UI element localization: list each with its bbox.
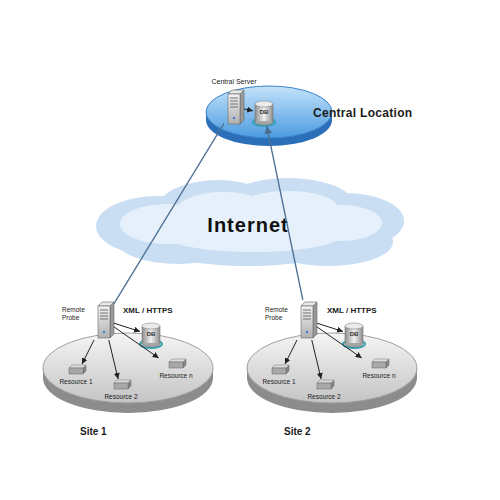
server-slot <box>100 313 108 314</box>
internet-cloud: Internet <box>88 176 408 270</box>
server-slot <box>230 107 238 108</box>
probe-icon: Remote Probe <box>94 300 114 340</box>
node-label: Resource 2 <box>307 393 340 400</box>
server-light <box>103 331 105 333</box>
server-front <box>228 94 240 124</box>
server-light <box>233 117 235 119</box>
node-label: Resource n <box>362 372 395 379</box>
probe-icon-outline <box>94 300 114 340</box>
server-side <box>240 90 244 124</box>
node-label: Site 2 <box>284 426 311 437</box>
resource-front <box>317 383 331 389</box>
server-slot <box>100 319 108 320</box>
server-slot <box>303 319 311 320</box>
server-top-face <box>301 302 317 306</box>
server-slot <box>230 104 238 105</box>
resource-front <box>372 362 386 368</box>
resource-front <box>114 383 128 389</box>
server-front <box>301 306 313 338</box>
node-label: Central Location <box>313 106 412 120</box>
db-side <box>160 326 161 344</box>
server-side <box>110 302 114 338</box>
resource-icon: Resource n <box>361 358 397 382</box>
node-label: Remote Probe <box>62 306 92 322</box>
node-label: Resource n <box>159 372 192 379</box>
site-platform: Site 1Remote ProbeDBResource 1Resource 2… <box>42 332 214 414</box>
resource-front <box>272 368 286 374</box>
node-label: Central Server <box>211 78 256 85</box>
node-label: Resource 1 <box>59 378 92 385</box>
location-platform: Central LocationCentral ServerDB <box>205 85 333 147</box>
server-side <box>313 302 317 338</box>
server-icon-outline <box>224 88 244 126</box>
node-label: DB <box>343 331 365 337</box>
database-cylinder: DB <box>253 100 275 126</box>
node-label: Site 1 <box>80 426 107 437</box>
db-side <box>273 104 274 122</box>
connector-line <box>114 323 140 331</box>
resource-front <box>169 362 183 368</box>
server-top-face <box>228 90 244 94</box>
server-slot <box>230 98 238 99</box>
node-label: DB <box>140 331 162 337</box>
resource-top <box>169 359 186 362</box>
server-slot <box>100 316 108 317</box>
site-platform: Site 2Remote ProbeDBResource 1Resource 2… <box>246 332 418 414</box>
probe-icon-outline <box>297 300 317 340</box>
db-top <box>345 323 363 329</box>
server-slot <box>303 316 311 317</box>
protocol-label: XML / HTTPS <box>327 306 377 315</box>
node-label: Remote Probe <box>265 306 295 322</box>
db-side <box>142 326 143 344</box>
resource-icon: Resource 2 <box>306 379 342 403</box>
node-label: Resource 2 <box>104 393 137 400</box>
resource-front <box>69 368 83 374</box>
db-side <box>255 104 256 122</box>
resource-icon: Resource n <box>158 358 194 382</box>
database-cylinder: DB <box>343 322 365 348</box>
resource-top <box>114 380 131 383</box>
db-side <box>363 326 364 344</box>
database-cylinder: DB <box>140 322 162 348</box>
resource-top <box>69 365 86 368</box>
resource-icon: Resource 2 <box>103 379 139 403</box>
platform-top <box>247 333 417 403</box>
connector-line <box>317 323 343 331</box>
probe-icon: Remote Probe <box>297 300 317 340</box>
node-label: Internet <box>88 214 408 237</box>
server-slot <box>303 313 311 314</box>
server-light <box>306 331 308 333</box>
server-top-face <box>98 302 114 306</box>
server-icon: Central Server <box>224 88 244 126</box>
server-front <box>98 306 110 338</box>
resource-top <box>317 380 334 383</box>
platform-top <box>43 333 213 403</box>
resource-icon: Resource 1 <box>58 364 94 388</box>
server-slot <box>100 310 108 311</box>
db-top <box>255 101 273 107</box>
node-label: Resource 1 <box>262 378 295 385</box>
db-top <box>142 323 160 329</box>
server-slot <box>303 310 311 311</box>
server-slot <box>230 101 238 102</box>
node-label: DB <box>253 109 275 115</box>
db-side <box>345 326 346 344</box>
resource-icon: Resource 1 <box>261 364 297 388</box>
resource-top <box>372 359 389 362</box>
protocol-label: XML / HTTPS <box>123 306 173 315</box>
resource-top <box>272 365 289 368</box>
